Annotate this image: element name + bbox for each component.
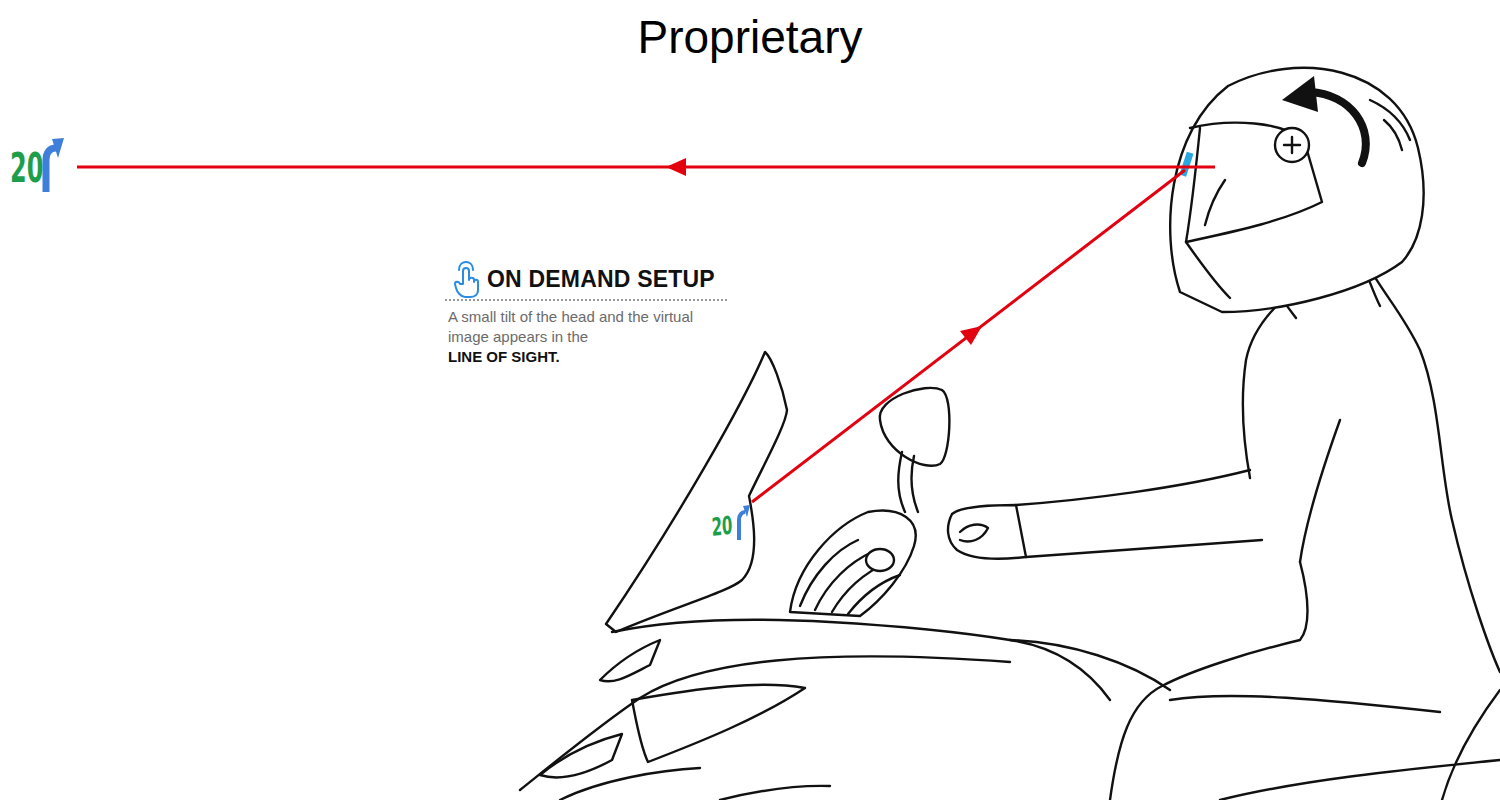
fairing-panel [632, 685, 805, 762]
sight-arrowhead [666, 158, 686, 176]
turn-arrow-icon [46, 148, 56, 192]
fairing-upper [612, 620, 1110, 700]
callout-emphasis: LINE OF SIGHT. [448, 347, 698, 367]
tank [1010, 640, 1170, 690]
mirror [880, 388, 950, 466]
rider-thumb [960, 525, 988, 542]
rider-seat [1170, 690, 1500, 800]
callout-body: A small tilt of the head and the virtual… [448, 308, 693, 345]
rider-hand [948, 505, 1026, 559]
callout-heading: ON DEMAND SETUP [487, 266, 715, 294]
callout-rule [445, 300, 727, 301]
dash-knob [866, 549, 894, 571]
tilt-arrowhead [1282, 76, 1318, 112]
callout-text: A small tilt of the head and the virtual… [448, 307, 698, 367]
helmet-shell [1170, 68, 1423, 312]
helmet-vent [1370, 100, 1410, 150]
headlight [540, 734, 622, 777]
dash-fins [800, 540, 900, 614]
fairing-lower [520, 656, 1010, 790]
rider-arm [1016, 420, 1340, 562]
rider-back [1362, 255, 1500, 672]
rider-leg [1110, 562, 1308, 800]
turn-arrow-head [743, 505, 750, 517]
helmet-chin [1186, 180, 1230, 298]
visor-pivot [1275, 128, 1309, 162]
touch-waves [459, 262, 473, 270]
reflection-arrowhead [960, 326, 982, 345]
rider-chest [1243, 292, 1292, 478]
sight-line [77, 166, 1215, 169]
mirror-stalk [898, 452, 918, 512]
turn-arrow-head [52, 138, 64, 158]
page-title: Proprietary [0, 10, 1500, 65]
touch-icon [455, 268, 478, 297]
turn-arrow-icon [739, 512, 745, 540]
hud-number: 20 [10, 146, 43, 190]
fairing-scoop [600, 640, 660, 681]
hud-number: 20 [711, 512, 733, 542]
tilt-arrow [1310, 92, 1366, 163]
dash-cluster [790, 511, 916, 616]
windscreen [606, 352, 787, 632]
reflection-line [752, 170, 1185, 502]
visor-pivot-plus [1284, 137, 1300, 153]
lower-trim [560, 768, 830, 800]
